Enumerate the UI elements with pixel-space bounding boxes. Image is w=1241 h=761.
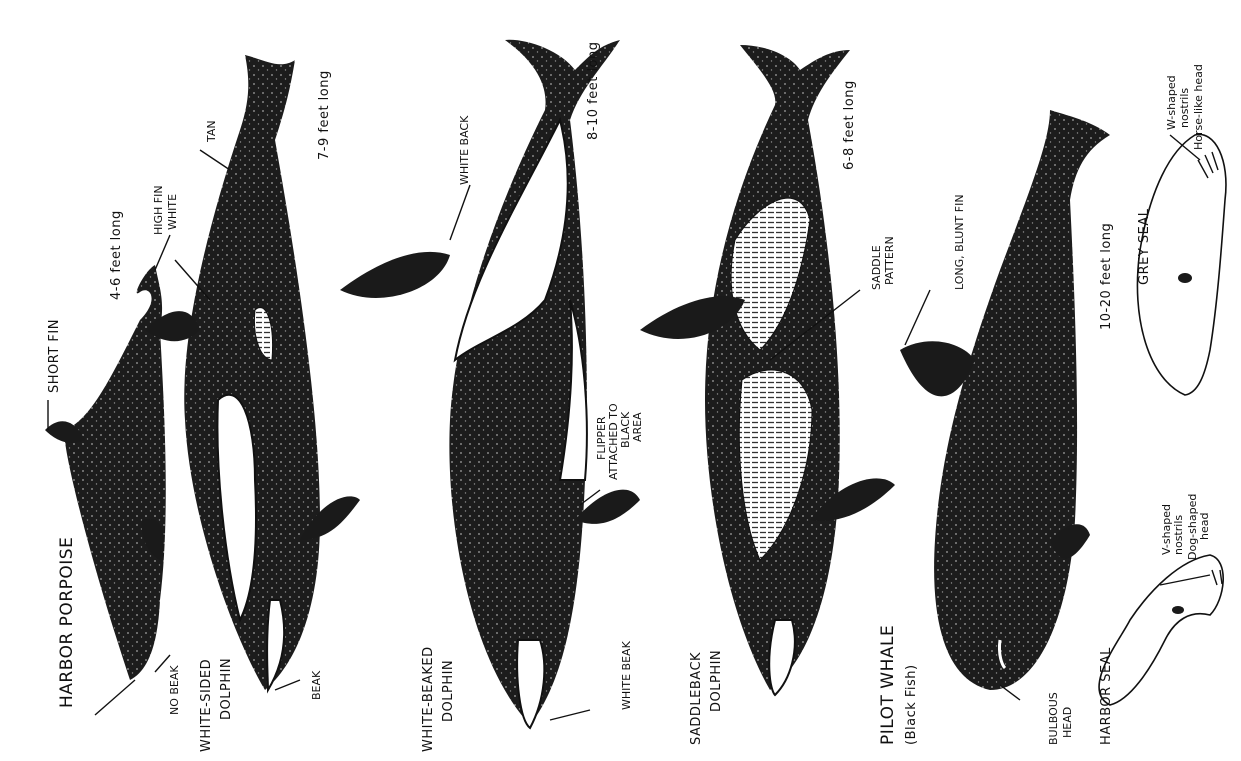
- white-beaked-name-line1: WHITE-BEAKED: [421, 646, 436, 752]
- harbor-seal-name: HARBOR SEAL: [1099, 647, 1114, 745]
- white-beaked-dolphin-drawing: [340, 40, 640, 728]
- pilot-whale-bulbous-1: BULBOUS: [1047, 692, 1060, 745]
- white-beaked-flipper-4: AREA: [631, 412, 644, 442]
- harbor-seal-drawing: [1099, 555, 1223, 705]
- harbor-porpoise-short-fin: SHORT FIN: [47, 319, 62, 393]
- saddleback-name-line1: SADDLEBACK: [689, 652, 704, 745]
- saddleback-saddle-1: SADDLE: [870, 245, 883, 290]
- pilot-whale-bulbous-2: HEAD: [1061, 707, 1074, 738]
- saddleback-name-line2: DOLPHIN: [709, 650, 724, 712]
- white-beaked-length: 8-10 feet long: [586, 42, 601, 141]
- white-beaked-white-beak: WHITE BEAK: [620, 640, 633, 710]
- white-beaked-name-line2: DOLPHIN: [441, 660, 456, 722]
- saddleback-length: 6-8 feet long: [842, 80, 857, 170]
- white-sided-beak: BEAK: [310, 670, 323, 700]
- pilot-whale-drawing: [900, 110, 1110, 690]
- harbor-seal-head-2: head: [1198, 513, 1211, 540]
- grey-seal-name: GREY SEAL: [1137, 208, 1152, 285]
- white-beaked-white-back: WHITE BACK: [458, 115, 471, 185]
- grey-seal-head: Horse-like head: [1192, 64, 1205, 150]
- white-sided-name-line2: DOLPHIN: [219, 658, 234, 720]
- saddleback-saddle-2: PATTERN: [883, 236, 896, 285]
- pilot-whale-name-line2: (Black Fish): [904, 664, 919, 745]
- harbor-porpoise-length: 4-6 feet long: [109, 210, 124, 300]
- pilot-whale-length: 10-20 feet long: [1099, 223, 1114, 330]
- white-sided-white: WHITE: [166, 194, 179, 230]
- pilot-whale-name-line1: PILOT WHALE: [878, 625, 898, 745]
- white-sided-tan: TAN: [205, 120, 218, 143]
- harbor-porpoise-no-beak: NO BEAK: [168, 665, 181, 715]
- harbor-seal-nostrils-2: nostrils: [1172, 515, 1185, 555]
- pilot-whale-blunt-fin: LONG, BLUNT FIN: [953, 194, 966, 290]
- white-sided-length: 7-9 feet long: [317, 70, 332, 160]
- grey-seal-nostrils-1: W-shaped: [1165, 75, 1178, 130]
- white-sided-high-fin: HIGH FIN: [152, 185, 165, 235]
- grey-seal-nostrils-2: nostrils: [1178, 88, 1191, 128]
- white-sided-name-line1: WHITE-SIDED: [199, 659, 214, 752]
- harbor-porpoise-name: HARBOR PORPOISE: [57, 537, 77, 708]
